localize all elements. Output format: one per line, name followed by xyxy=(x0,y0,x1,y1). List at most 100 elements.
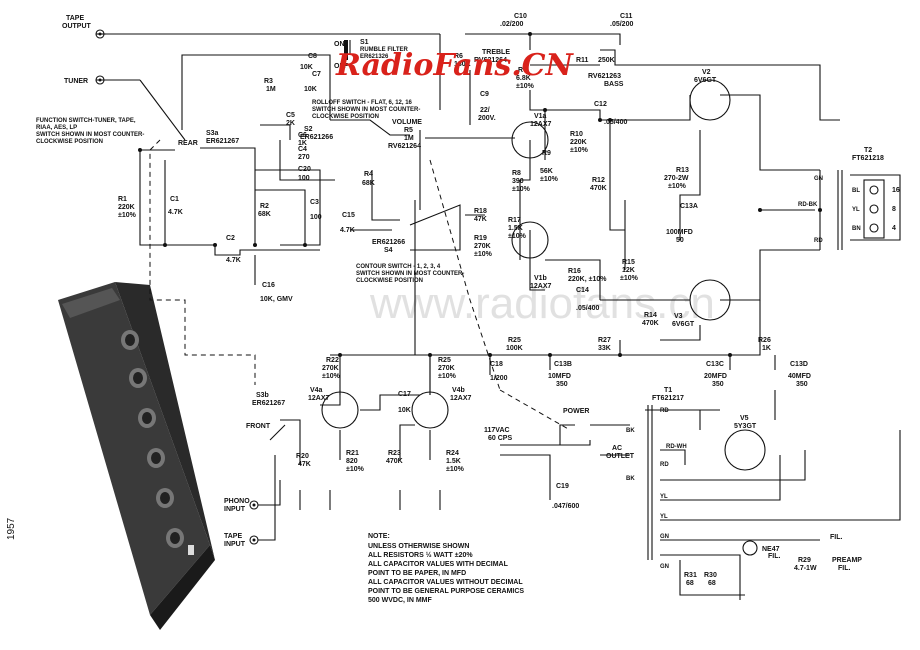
t2-lead-rd: RD xyxy=(814,238,823,244)
s1-part: ER621326 xyxy=(360,54,389,60)
t2-label: T2 xyxy=(864,147,872,154)
r27-label: R27 xyxy=(598,337,611,344)
r27-value: 33K xyxy=(598,345,611,352)
r1-value: 220K xyxy=(118,204,135,211)
c13c-volts: 350 xyxy=(712,381,724,388)
bass-label: BASS xyxy=(604,81,624,88)
r25b-label: R25 xyxy=(508,337,521,344)
preamp-fil-label: PREAMP xyxy=(832,557,862,564)
s1-label: S1 xyxy=(360,39,369,46)
c13d-volts: 350 xyxy=(796,381,808,388)
mains-voltage: 117VAC xyxy=(484,427,510,434)
site-watermark: RadioFans.CN xyxy=(335,48,575,83)
r2-label: R2 xyxy=(260,203,269,210)
r24-label: R24 xyxy=(446,450,459,457)
r31-value: 68 xyxy=(686,580,694,587)
note-line-4: POINT TO BE PAPER, IN MFD xyxy=(368,570,466,577)
note-line-2: ALL RESISTORS ½ WATT ±20% xyxy=(368,551,473,559)
t2-lead-gn: GN xyxy=(814,176,823,182)
c19-label: C19 xyxy=(556,483,569,490)
tape-input-label-2: INPUT xyxy=(224,541,246,548)
r19-label: R19 xyxy=(474,235,487,242)
note-line-7: 500 WVDC, IN MMF xyxy=(368,597,433,604)
note-line-5: ALL CAPACITOR VALUES WITHOUT DECIMAL xyxy=(368,579,523,586)
rear-label: REAR xyxy=(178,140,198,147)
r25-tol: ±10% xyxy=(438,373,457,380)
v4b-type: 12AX7 xyxy=(450,395,472,402)
tube-v1a xyxy=(511,121,549,159)
c8-value: 10K xyxy=(300,64,313,71)
c19-value: .047/600 xyxy=(552,503,579,510)
v1a-label: V1a xyxy=(534,113,547,120)
t2-tap-4: 4 xyxy=(892,225,896,232)
t1-lead-yl2: YL xyxy=(660,514,668,520)
r19-value: 270K xyxy=(474,243,491,250)
r21-label: R21 xyxy=(346,450,359,457)
s1-desc: RUMBLE FILTER xyxy=(360,47,409,53)
c3-label: C3 xyxy=(310,199,319,206)
c13c-value: 20MFD xyxy=(704,373,727,380)
s1-off: OFF xyxy=(334,63,349,70)
t1-lead-rd: RD xyxy=(660,408,669,414)
r3-label: R3 xyxy=(264,78,273,85)
contour-note-1: CONTOUR SWITCH - 1, 2, 3, 4 xyxy=(356,264,441,270)
c8-label: C8 xyxy=(308,53,317,60)
bass-value: 250K xyxy=(598,57,615,64)
schematic-wires xyxy=(96,33,901,600)
volume-label: VOLUME xyxy=(392,119,422,126)
r22-value: 270K xyxy=(322,365,339,372)
s2-label: S2 xyxy=(304,126,313,133)
bass-part: RV621263 xyxy=(588,73,621,80)
r7-value: 6.8K xyxy=(516,75,531,82)
r4-value: 68K xyxy=(362,180,375,187)
r13-tol: ±10% xyxy=(668,183,687,190)
r1-tol: ±10% xyxy=(118,212,137,219)
v5-label: V5 xyxy=(740,415,749,422)
r7-tol: ±10% xyxy=(516,83,535,90)
r22-label: R22 xyxy=(326,357,339,364)
t1-lead-rdwh: RD-WH xyxy=(666,444,687,450)
contour-note-3: CLOCKWISE POSITION xyxy=(356,278,423,284)
v5-type: 5Y3GT xyxy=(734,423,757,430)
treble-part: RV621264 xyxy=(474,57,507,64)
c4-label: C4 xyxy=(298,146,307,153)
r25-label: R25 xyxy=(438,357,451,364)
rolloff-note-1: ROLLOFF SWITCH - FLAT, 6, 12, 16 xyxy=(312,100,413,106)
note-line-6: POINT TO BE GENERAL PURPOSE CERAMICS xyxy=(368,588,524,595)
function-switch-note-1: FUNCTION SWITCH-TUNER, TAPE, xyxy=(36,118,136,124)
c3-value: 100 xyxy=(310,214,322,221)
c9-volts: 200V. xyxy=(478,115,496,122)
front-label: FRONT xyxy=(246,423,271,430)
tape-output-label: TAPE xyxy=(66,15,84,22)
c16-value: 10K, GMV xyxy=(260,296,293,303)
c13b-value: 10MFD xyxy=(548,373,571,380)
t1-lead-bk: BK xyxy=(626,428,635,434)
contour-note-2: SWITCH SHOWN IN MOST COUNTER- xyxy=(356,271,464,277)
r13-label: R13 xyxy=(676,167,689,174)
v1a-type: 12AX7 xyxy=(530,121,552,128)
r20-value: 47K xyxy=(298,461,311,468)
note-line-3: ALL CAPACITOR VALUES WITH DECIMAL xyxy=(368,561,509,568)
c17-value: 10K xyxy=(398,407,411,414)
c10-value: .02/200 xyxy=(500,21,523,28)
c6-value: 1K xyxy=(298,140,307,147)
rolloff-note-2: SWITCH SHOWN IN MOST COUNTER- xyxy=(312,107,420,113)
t2-tap-16: 16 xyxy=(892,187,900,194)
r16-value: 220K, ±10% xyxy=(568,276,607,283)
s3a-part: ER621267 xyxy=(206,138,239,145)
r24-tol: ±10% xyxy=(446,466,465,473)
mains-freq: 60 CPS xyxy=(488,435,512,442)
r4-label: R4 xyxy=(364,171,373,178)
phono-input-label-2: INPUT xyxy=(224,506,246,513)
r25-value: 270K xyxy=(438,365,455,372)
pilot-label: NE47 xyxy=(762,546,780,553)
s4-part: ER621266 xyxy=(372,239,405,246)
r11-label: R11 xyxy=(576,57,589,64)
r31-label: R31 xyxy=(684,572,697,579)
outlet-label-2: OUTLET xyxy=(606,453,635,460)
r25b-value: 100K xyxy=(506,345,523,352)
c13b-volts: 350 xyxy=(556,381,568,388)
c18-value: 1/200 xyxy=(490,375,508,382)
c16-label: C16 xyxy=(262,282,275,289)
